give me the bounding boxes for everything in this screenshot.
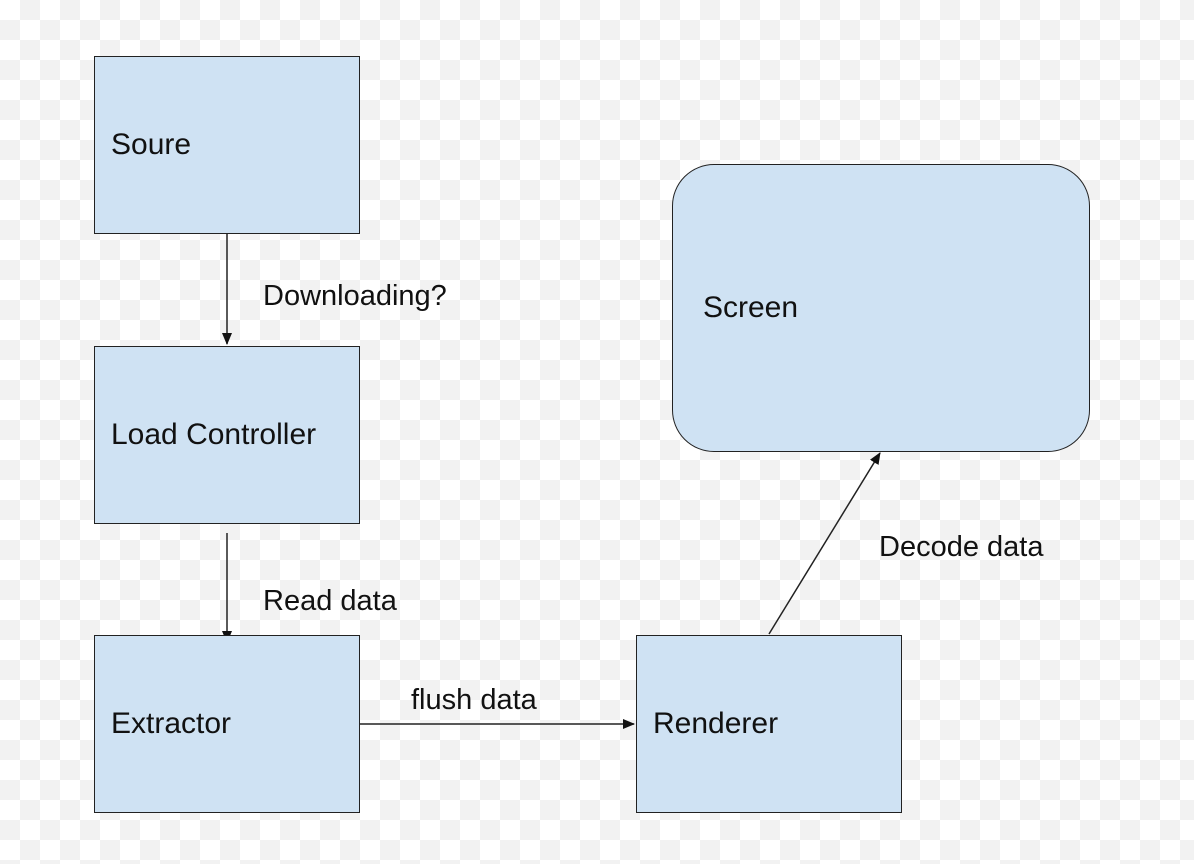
- extractor-node[interactable]: Extractor: [94, 635, 360, 813]
- edge-label-read-data: Read data: [263, 585, 397, 617]
- renderer-node-label: Renderer: [653, 707, 779, 740]
- renderer-node[interactable]: Renderer: [636, 635, 902, 813]
- edge-label-flush-data: flush data: [411, 684, 537, 716]
- source-node[interactable]: Soure: [94, 56, 360, 234]
- extractor-node-label: Extractor: [111, 707, 232, 740]
- edge-label-downloading: Downloading?: [263, 280, 447, 312]
- source-node-label: Soure: [111, 128, 192, 161]
- load-controller-node-label: Load Controller: [111, 418, 317, 451]
- arrow-renderer-to-screen: [768, 452, 881, 635]
- screen-node-label: Screen: [703, 291, 799, 324]
- edge-label-decode-data: Decode data: [879, 531, 1044, 563]
- load-controller-node[interactable]: Load Controller: [94, 346, 360, 524]
- screen-node[interactable]: Screen: [672, 164, 1090, 452]
